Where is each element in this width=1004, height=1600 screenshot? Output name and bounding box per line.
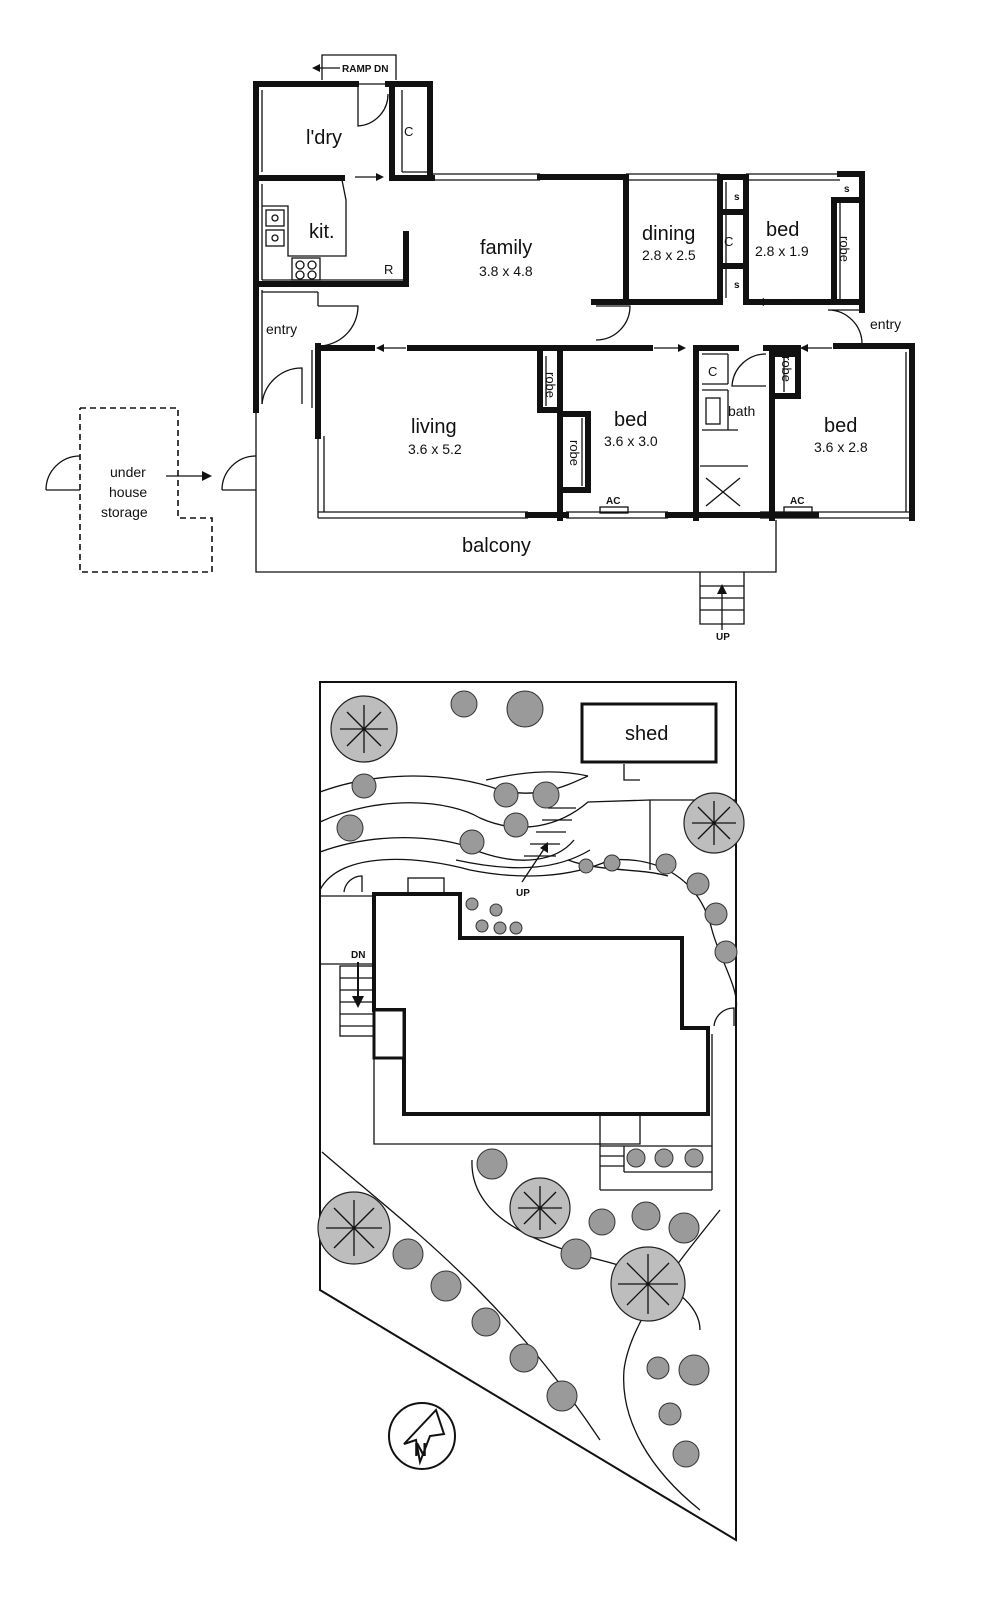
bed2-robe-label-2: robe xyxy=(567,440,582,466)
under-house-storage: under house storage xyxy=(45,407,257,573)
shelf-label-3: s xyxy=(844,184,850,195)
laundry-cupboard-label: C xyxy=(404,124,413,139)
shed-label: shed xyxy=(625,723,668,745)
storage-label-3: storage xyxy=(101,504,148,520)
tree xyxy=(509,1177,571,1239)
bed1-robe-label: robe xyxy=(837,236,852,262)
ramp-label: RAMP DN xyxy=(342,64,388,75)
site-boundary xyxy=(319,681,737,1542)
bed3-ac-label: AC xyxy=(790,496,804,507)
bed3-size: 3.6 x 2.8 xyxy=(814,439,868,455)
bed2: robe robe bed 3.6 x 3.0 AC xyxy=(537,347,699,521)
shelf-label-1: s xyxy=(734,192,740,203)
storage-label-2: house xyxy=(109,484,147,500)
kitchen-label: kit. xyxy=(309,221,335,243)
living-room: living 3.6 x 5.2 xyxy=(315,345,563,521)
side-steps-down-label: DN xyxy=(351,950,365,961)
entry-right-door xyxy=(827,309,863,345)
tree xyxy=(683,792,745,854)
bed3-robe-label: robe xyxy=(779,356,794,382)
bath-cupboard-label: C xyxy=(708,364,717,379)
kitchen: kit. R xyxy=(253,175,409,289)
living-size: 3.6 x 5.2 xyxy=(408,441,462,457)
entry-right-label: entry xyxy=(870,316,901,332)
dining-cupboard-label: C xyxy=(724,234,733,249)
balcony-up-label: UP xyxy=(716,632,730,643)
tree xyxy=(317,1191,391,1265)
living-label: living xyxy=(411,416,457,438)
north-label: N xyxy=(414,1440,427,1460)
bed1-label: bed xyxy=(766,219,799,241)
bed1-size: 2.8 x 1.9 xyxy=(755,243,809,259)
ramp: RAMP DN xyxy=(312,54,397,80)
shrubs xyxy=(336,690,738,1468)
bath-label: bath xyxy=(728,403,755,419)
bed2-label: bed xyxy=(614,409,647,431)
shelf-label-2: s xyxy=(734,280,740,291)
bed2-ac-label: AC xyxy=(606,496,620,507)
north-arrow: N xyxy=(388,1402,456,1470)
garden-steps-up-label: UP xyxy=(516,888,530,899)
laundry: l'dry C xyxy=(253,81,433,181)
family-label: family xyxy=(480,237,532,259)
dining-label: dining xyxy=(642,223,695,245)
storage-label-1: under xyxy=(110,464,146,480)
tree xyxy=(610,1246,686,1322)
dining-size: 2.8 x 2.5 xyxy=(642,247,696,263)
tree xyxy=(330,695,398,763)
entry-left-label: entry xyxy=(266,321,297,337)
fridge-label: R xyxy=(384,262,393,277)
bed2-size: 3.6 x 3.0 xyxy=(604,433,658,449)
family-size: 3.8 x 4.8 xyxy=(479,263,533,279)
balcony-label: balcony xyxy=(462,535,531,557)
garden-steps: UP xyxy=(516,807,576,899)
shed: shed xyxy=(580,702,718,781)
site-plan: shed UP xyxy=(317,681,745,1542)
floor-plan: RAMP DN l'dry C xyxy=(45,54,915,643)
bed3: robe bed 3.6 x 2.8 AC xyxy=(775,343,915,521)
bathroom: C bath xyxy=(700,347,775,521)
side-steps: DN xyxy=(339,950,375,1037)
balcony: balcony UP xyxy=(255,410,777,643)
house-footprint xyxy=(320,875,735,1191)
bed3-label: bed xyxy=(824,415,857,437)
laundry-label: l'dry xyxy=(306,127,342,149)
bed2-robe-label-1: robe xyxy=(543,372,558,398)
